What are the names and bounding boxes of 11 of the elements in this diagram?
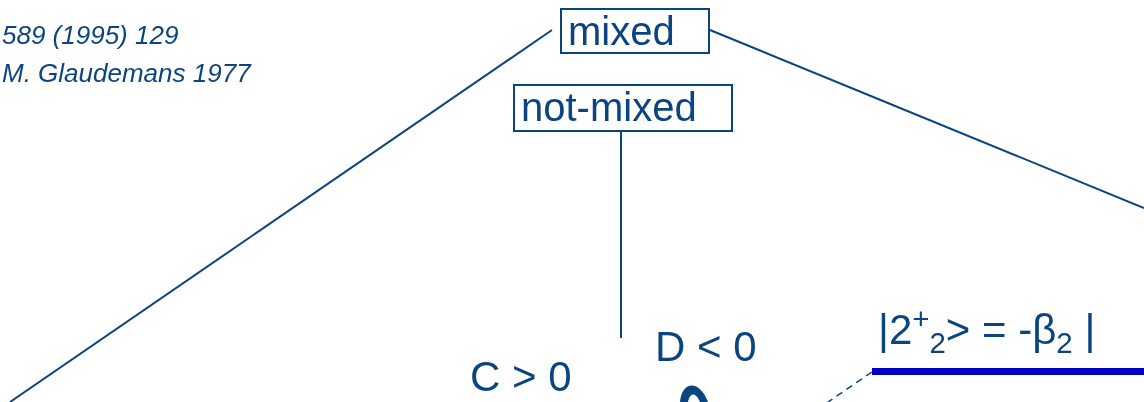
dashed-leader-line xyxy=(827,371,873,402)
underlined-equation: |2$^{+}$$_{2}$> = -β$_{2}$ | xyxy=(872,303,1144,375)
condition-text: C > 0 xyxy=(470,356,572,398)
reference-text: M. Glaudemans 1977 xyxy=(2,60,251,86)
label-box: mixed xyxy=(560,8,710,54)
connector-line xyxy=(709,29,1144,209)
condition-text: D < 0 xyxy=(655,326,757,368)
reference-text: 589 (1995) 129 xyxy=(2,22,179,48)
connector-line xyxy=(620,131,622,339)
connector-line xyxy=(9,29,553,402)
label-box: not-mixed xyxy=(513,84,733,132)
